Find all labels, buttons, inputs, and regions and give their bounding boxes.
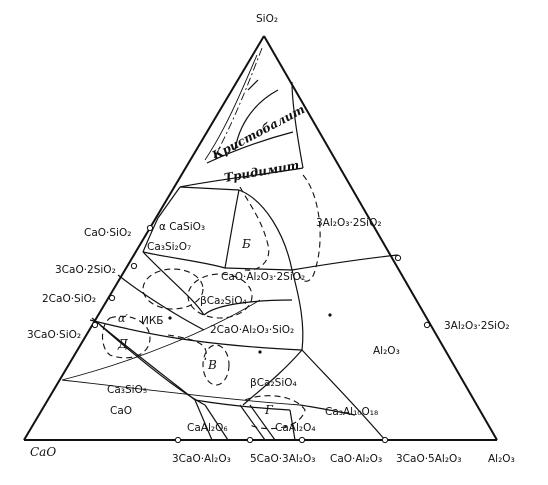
anorthite-top xyxy=(224,267,293,271)
label-2caosio2: 2CaO·SiO₂ xyxy=(42,293,96,305)
label-mullite-1: 3Al₂O₃·2SiO₂ xyxy=(316,217,382,229)
gehlenite-upper xyxy=(89,319,303,351)
vertex-sio2-label: SiO₂ xyxy=(256,13,278,25)
field-ca3si2o7: Ca₃Si₂O₇ xyxy=(147,241,191,253)
point-3cao2sio2 xyxy=(130,262,138,270)
point-mullite-1 xyxy=(394,254,402,262)
edge-sio2-al2o3 xyxy=(263,35,498,441)
point-3caosio2 xyxy=(91,321,99,329)
field-tridymite: Тридимит xyxy=(223,158,300,185)
boundary-c xyxy=(179,186,240,191)
field-alpha-casio3: α CaSiO₃ xyxy=(159,221,205,233)
join-line-2 xyxy=(61,379,301,406)
label-3caosio2: 3CaO·SiO₂ xyxy=(27,329,81,341)
boundary-d xyxy=(238,189,293,271)
boundary-lower-5 xyxy=(249,404,276,441)
contour-g xyxy=(244,395,306,430)
point-caosio2 xyxy=(146,224,154,232)
point-anorthite xyxy=(328,313,332,317)
contour-d xyxy=(101,315,151,359)
point-bottom-1 xyxy=(246,436,254,444)
gehlenite-mid xyxy=(203,299,293,316)
field-caal2o4: CaAl₂O₄ xyxy=(275,422,316,434)
contour-ikb-2 xyxy=(187,273,253,319)
edge-sio2-cao xyxy=(23,35,265,441)
point-gehlenite xyxy=(258,350,262,354)
boundary-ca-sio3 xyxy=(142,217,159,253)
label-3caoal2o3: 3CaO·Al₂O₃ xyxy=(172,453,231,465)
field-anorthite: CaO·Al₂O₃·2SiO₂ xyxy=(221,271,305,283)
tridymite-lower-boundary xyxy=(179,167,304,188)
boundary-lower-4 xyxy=(239,404,266,441)
field-gehlenite: 2CaO·Al₂O₃·SiO₂ xyxy=(210,324,294,336)
field-beta-ca2sio4-upper: βCa₂SiO₄ xyxy=(200,295,247,307)
vertex-al2o3-label: Al₂O₃ xyxy=(488,453,515,465)
tick-1 xyxy=(247,79,259,91)
boundary-a xyxy=(157,186,181,219)
tridymite-right-boundary xyxy=(291,81,304,169)
field-corundum: Al₂O₃ xyxy=(373,345,400,357)
field-caal2o6: CaAl₂O₆ xyxy=(187,422,228,434)
contour-b xyxy=(239,186,270,271)
boundary-lower-3 xyxy=(194,399,213,441)
field-cao: CaO xyxy=(110,405,132,417)
region-v: В xyxy=(207,358,217,372)
field-alpha-prime: α′ xyxy=(118,312,128,325)
boundary-lower-6 xyxy=(289,409,296,441)
label-caosio2: CaO·SiO₂ xyxy=(84,227,131,239)
cristobalite-lower-boundary xyxy=(234,89,279,151)
boundary-corundum-left xyxy=(301,349,386,441)
join-line-1 xyxy=(61,299,261,381)
liquid-immiscibility-line xyxy=(204,54,258,161)
label-mullite-2: 3Al₂O₃·2SiO₂ xyxy=(444,320,510,332)
label-caoal2o3: CaO·Al₂O₃ xyxy=(330,453,382,465)
anorthite-right xyxy=(291,269,304,351)
anorthite-upper-right xyxy=(291,254,399,271)
field-beta-ca2sio4-lower: βCa₂SiO₄ xyxy=(250,377,297,389)
boundary-ca3al10o18 xyxy=(299,404,356,416)
region-b: Б xyxy=(241,237,251,251)
contour-d-right xyxy=(167,334,207,361)
boundary-ca2sio4-2 xyxy=(117,274,205,331)
label-5cao3al2o3: 5CaO·3Al₂O₃ xyxy=(250,453,316,465)
boundary-lower-2 xyxy=(204,404,229,441)
contour-v xyxy=(202,344,230,386)
region-g: Г xyxy=(264,403,274,417)
contour-ikb-1 xyxy=(142,268,204,310)
point-bottom-2 xyxy=(298,436,306,444)
field-ikb: ИКБ xyxy=(141,315,164,327)
label-3cao2sio2: 3CaO·2SiO₂ xyxy=(55,264,116,276)
field-ca3al10o18: Ca₃Al₁₀O₁₈ xyxy=(325,406,378,418)
boundary-b xyxy=(224,189,240,269)
label-3cao5al2o3: 3CaO·5Al₂O₃ xyxy=(396,453,462,465)
region-d: Д xyxy=(117,337,128,351)
boundary-ca3si2o7 xyxy=(142,251,226,269)
vertex-cao-label: CaO xyxy=(30,445,56,459)
point-ikb xyxy=(168,316,172,320)
point-bottom-3 xyxy=(381,436,389,444)
point-mullite-2 xyxy=(423,321,431,329)
contour-b-right xyxy=(297,174,321,282)
point-bottom-0 xyxy=(174,436,182,444)
boundary-ca2sio4-1 xyxy=(142,251,205,316)
cristobalite-tridymite-boundary xyxy=(206,131,294,164)
field-ca3sio5: Ca₃SiO₅ xyxy=(107,384,147,396)
point-2caosio2 xyxy=(108,294,116,302)
